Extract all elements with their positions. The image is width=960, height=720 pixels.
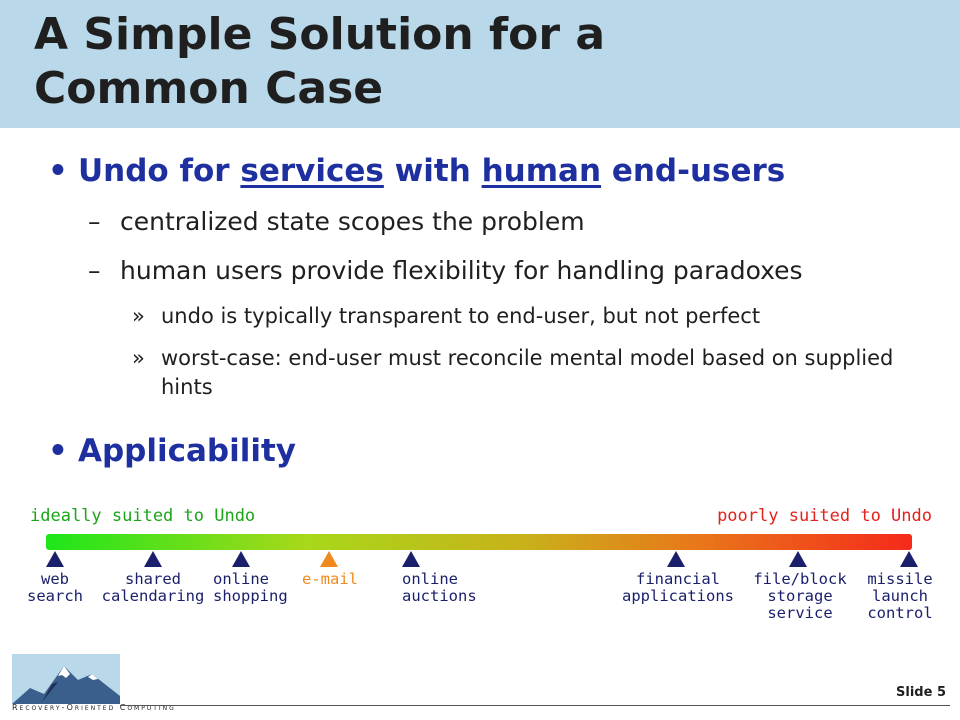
scale-right-label: poorly suited to Undo (717, 506, 932, 526)
sub-bullet-text: centralized state scopes the problem (120, 207, 585, 236)
chevron-marker: » (132, 304, 145, 328)
dash-marker: – (88, 256, 101, 285)
app-label-missile-launch: missile launch control (867, 570, 933, 622)
app-label-online-auctions: online auctions (402, 570, 477, 605)
bullet-undo-prefix: Undo for (78, 153, 241, 189)
scale-left-label: ideally suited to Undo (30, 506, 256, 526)
marker-triangle-icon (144, 551, 162, 567)
app-label-financial-applications: financial applications (622, 570, 734, 605)
services-word: services (240, 153, 384, 189)
footer-divider (120, 705, 950, 706)
slide-number: Slide 5 (896, 685, 946, 700)
marker-triangle-icon (402, 551, 420, 567)
app-label-online-shopping: online shopping (213, 570, 288, 605)
title-bar (0, 0, 960, 128)
bullet-marker: • (48, 433, 68, 469)
mountain-logo-icon (12, 654, 120, 704)
bullet-applicability-text: Applicability (78, 433, 297, 469)
app-label-shared-calendaring: shared calendaring (101, 570, 205, 605)
subsub-bullet-text: undo is typically transparent to end-use… (161, 304, 761, 328)
app-label-file-block-storage: file/block storage service (753, 570, 847, 622)
dash-marker: – (88, 207, 101, 236)
marker-triangle-icon (46, 551, 64, 567)
slide-title: A Simple Solution for a Common Case (34, 8, 934, 116)
logo-text: Recovery-Oriented Computing (12, 703, 176, 712)
marker-triangle-icon (232, 551, 250, 567)
bullet-undo-text: Undo for services with human end-users (78, 152, 785, 190)
marker-triangle-icon (900, 551, 918, 567)
subsub-bullet-text: worst-case: end-user must reconcile ment… (161, 346, 894, 399)
applicability-gradient-bar (46, 534, 912, 550)
slide-title-line1: A Simple Solution for a (34, 9, 606, 60)
human-word: human (481, 153, 602, 189)
roc-logo (12, 654, 120, 704)
slide-title-line2: Common Case (34, 63, 384, 114)
marker-triangle-icon (789, 551, 807, 567)
bullet-undo-suffix: end-users (601, 153, 786, 189)
app-label-web-search: web search (27, 570, 83, 605)
bullet-undo-middle: with (383, 153, 482, 189)
bullet-marker: • (48, 153, 68, 189)
chevron-marker: » (132, 346, 145, 370)
marker-triangle-highlight-icon (320, 551, 338, 567)
app-label-email: e-mail (302, 570, 358, 588)
sub-bullet-text: human users provide flexibility for hand… (120, 256, 803, 285)
marker-triangle-icon (667, 551, 685, 567)
